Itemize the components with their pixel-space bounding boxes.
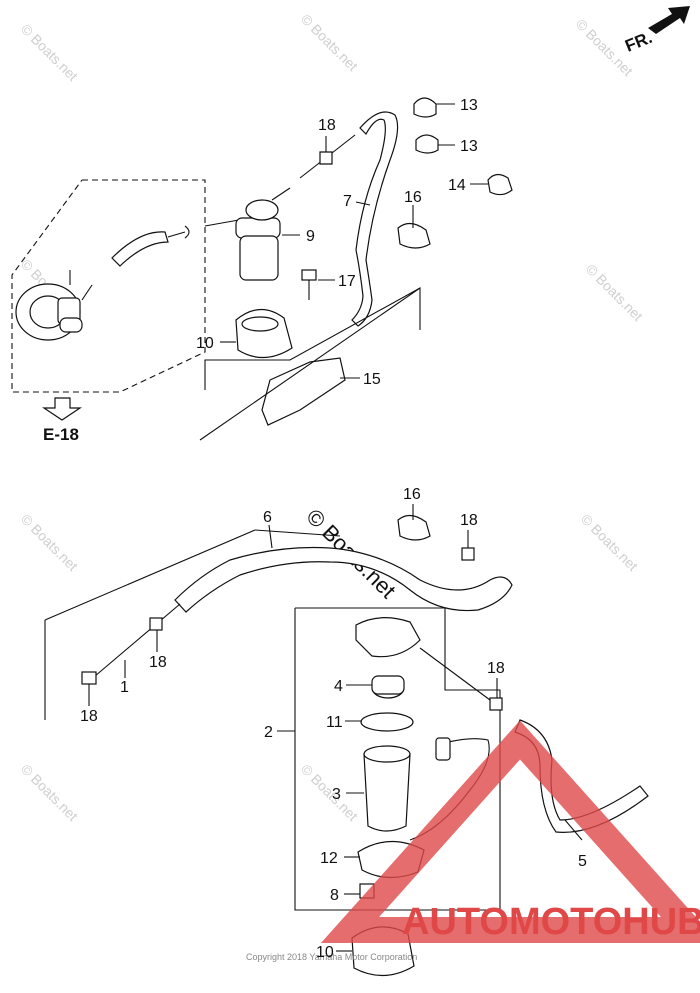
watermark: © Boats.net [18,21,81,84]
clip-18 [489,697,503,711]
callout-13: 13 [460,97,478,114]
water-separator-parts [355,617,491,899]
filter-bracket [204,287,421,426]
callout-18: 18 [80,708,98,725]
watermark: © Boats.net [578,511,641,574]
fuel-pump-reference-box [11,179,206,393]
callout-18: 18 [487,660,505,677]
outline [199,286,421,441]
callout-13: 13 [460,138,478,155]
outline [44,529,256,621]
callout-16: 16 [404,189,422,206]
front-label: FR. [622,28,655,56]
callout-4: 4 [334,678,343,695]
callout-1: 1 [120,679,129,696]
clip-18 [149,617,163,631]
callout-11: 11 [326,714,343,731]
callout-17: 17 [338,273,356,290]
callout-8: 8 [330,887,339,904]
brand-logo: AUTOMOTOHUB [320,720,700,943]
leader-lines [88,103,583,952]
fuel-hose-6 [174,546,513,613]
watermark: © Boats.net [18,511,81,574]
water-separator-box [294,607,501,911]
fuel-filter-assembly [204,187,291,281]
watermark: © Boats.net [18,761,81,824]
callout-18: 18 [149,654,167,671]
callout-2: 2 [264,724,273,741]
copyright-text: Copyright 2018 Yamaha Motor Corporation [246,952,417,962]
clip-16 [397,514,431,541]
callout-5: 5 [578,853,587,870]
callout-15: 15 [363,371,381,388]
clip-18 [81,671,97,685]
callout-3: 3 [332,786,341,803]
bolt-17 [301,269,317,300]
reference-label: E-18 [43,425,79,444]
callout-labels: 13 13 14 16 18 7 9 17 10 15 16 18 6 18 1… [80,97,587,961]
watermark: © Boats.net [583,261,646,324]
watermark: © Boats.net [298,761,361,824]
callout-10: 10 [196,335,214,352]
outline [254,529,341,537]
callout-7: 7 [343,193,352,210]
fuel-hose-7 [351,111,399,327]
clip-18 [461,547,475,561]
callout-6: 6 [263,509,272,526]
callout-14: 14 [448,177,466,194]
watermark: © Boats.net [298,11,361,74]
callout-18: 18 [460,512,478,529]
fuel-pump-drawing [15,225,190,341]
fuel-line [87,603,181,683]
brand-logo-text: AUTOMOTOHUB [402,901,700,943]
front-arrow-icon [648,6,690,34]
callout-10: 10 [316,944,334,961]
callout-12: 12 [320,850,338,867]
callout-18: 18 [318,117,336,134]
reference-arrow-icon [42,397,82,421]
clips-top [319,97,513,249]
callout-16: 16 [403,486,421,503]
callout-9: 9 [306,228,315,245]
front-direction-indicator: FR. [622,6,690,56]
